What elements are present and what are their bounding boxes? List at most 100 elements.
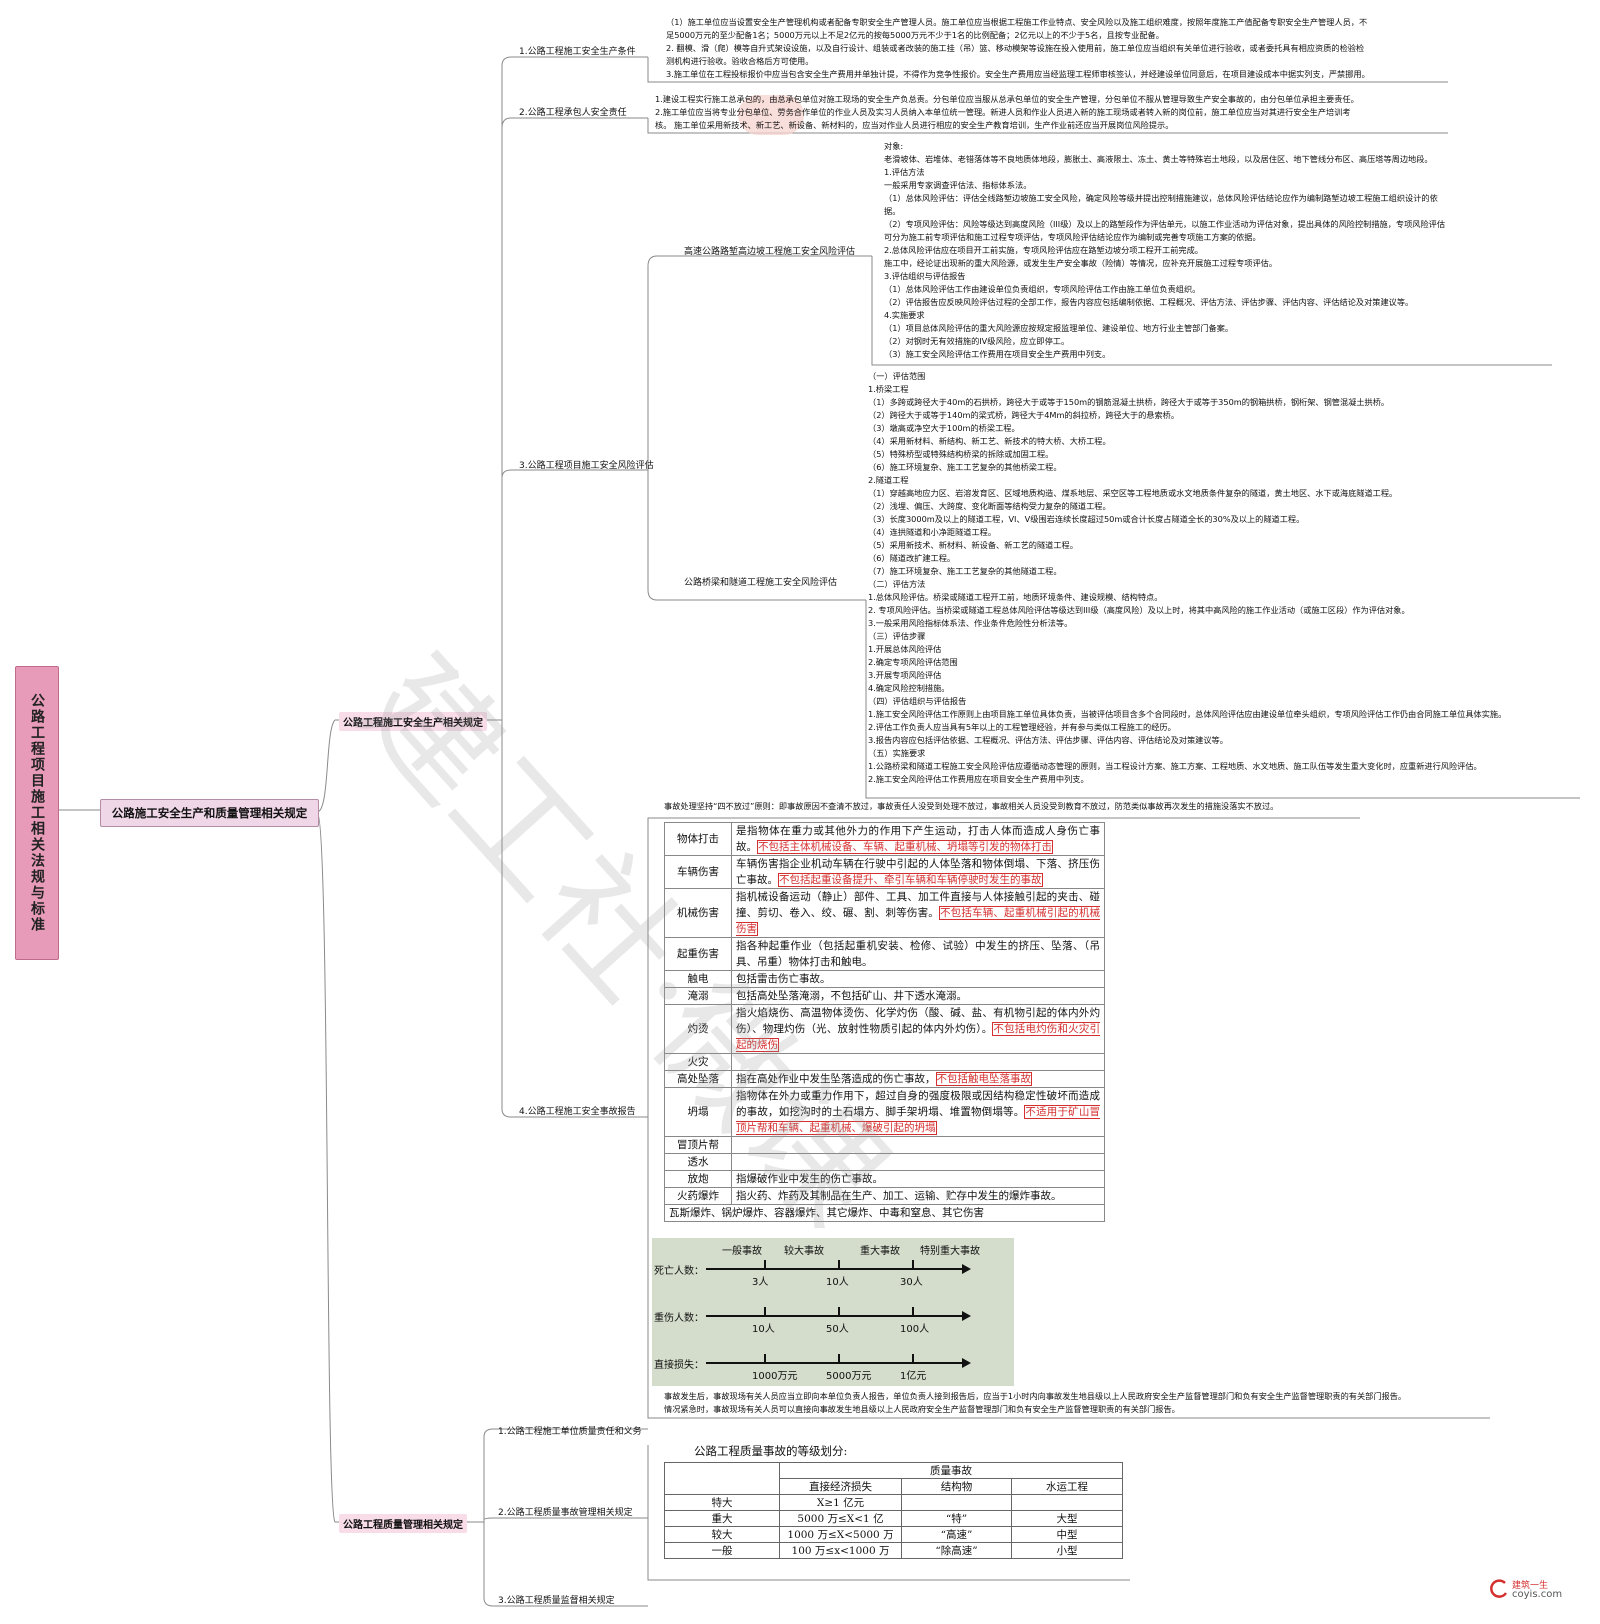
accident-type-desc-cell: 车辆伤害指企业机动车辆在行驶中引起的人体坠落和物体倒塌、下落、挤压伤亡事故。不包… [731, 855, 1105, 889]
severity-tick-label: 100人 [900, 1324, 930, 1335]
accident-type-name: 灼烫 [664, 1004, 732, 1054]
severity-tick [764, 1307, 766, 1316]
severity-row-label: 死亡人数： [654, 1266, 704, 1277]
quality-node[interactable]: 公路工程质量管理相关规定 [339, 1514, 467, 1533]
quality-table-cell: 重大 [664, 1510, 780, 1527]
safety-s2-node[interactable]: 2.公路工程承包人安全责任 [519, 108, 627, 118]
severity-axis-arrow [962, 1311, 971, 1321]
accident-type-desc-cell: 指物体在外力或重力作用下，超过自身的强度极限或因结构稳定性破坏而造成的事故，如挖… [731, 1087, 1105, 1137]
accident-type-desc: 指机械设备运动（静止）部件、工具、加工件直接与人体接触引起的夹击、碰撞、剪切、卷… [736, 891, 1100, 919]
quality-table-cell: 大型 [1011, 1510, 1123, 1527]
severity-axis [706, 1315, 964, 1317]
safety-s1-text: （1）施工单位应当设置安全生产管理机构或者配备专职安全生产管理人员。施工单位应当… [666, 17, 1370, 79]
severity-axis [706, 1268, 964, 1270]
accident-type-row: 火药爆炸指火药、炸药及其制品在生产、加工、运输、贮存中发生的爆炸事故。 [664, 1187, 1105, 1205]
accident-type-row: 触电包括雷击伤亡事故。 [664, 970, 1105, 988]
accident-type-row: 放炮指爆破作业中发生的伤亡事故。 [664, 1170, 1105, 1188]
accident-type-row: 坍塌指物体在外力或重力作用下，超过自身的强度极限或因结构稳定性破坏而造成的事故，… [664, 1087, 1105, 1137]
safety-s3b-node[interactable]: 公路桥梁和隧道工程施工安全风险评估 [684, 578, 838, 588]
severity-level-label: 特别重大事故 [920, 1246, 980, 1257]
accident-type-tail: 瓦斯爆炸、锅炉爆炸、容器爆炸、其它爆炸、中毒和窒息、其它伤害 [664, 1204, 1105, 1222]
quality-table-cell [901, 1494, 1012, 1511]
safety-s3a-text: 对象: 老滑坡体、岩堆体、老错落体等不良地质体地段，膨胀土、高液限土、冻土、黄土… [884, 141, 1446, 359]
root-node[interactable]: 公路工程项目施工相关法规与标准 [15, 666, 59, 960]
quality-table-corner [664, 1462, 780, 1495]
quality-table-header: 结构物 [901, 1478, 1012, 1495]
accident-type-exclusion: 不包括主体机械设备、车辆、起重机械、坍塌等引发的物体打击 [757, 840, 1053, 854]
accident-type-desc-cell: 包括雷击伤亡事故。 [731, 970, 1105, 988]
accident-type-desc: 包括雷击伤亡事故。 [736, 973, 831, 985]
accident-type-exclusion: 不适用于矿山冒顶片帮和车辆、起重机械、爆破引起的坍塌 [736, 1105, 1101, 1135]
accident-type-desc: 指火药、炸药及其制品在生产、加工、运输、贮存中发生的爆炸事故。 [736, 1190, 1062, 1202]
brand-name: 建筑一生 [1512, 1581, 1549, 1591]
quality-table-cell [1011, 1494, 1123, 1511]
severity-tick-label: 50人 [826, 1324, 849, 1335]
safety-s1-node[interactable]: 1.公路工程施工安全生产条件 [519, 47, 636, 57]
quality-table-cell: 中型 [1011, 1526, 1123, 1543]
accident-type-desc-cell: 是指物体在重力或其他外力的作用下产生运动，打击人体而造成人身伤亡事故。不包括主体… [731, 822, 1105, 856]
accident-type-exclusion: 不包括起重设备提升、牵引车辆和车辆停驶时发生的事故 [778, 873, 1043, 887]
accident-type-exclusion: 不包括触电坠落事故 [935, 1072, 1032, 1086]
severity-tick [838, 1260, 840, 1269]
accident-type-name: 物体打击 [664, 822, 732, 856]
quality-table-cell: “除高速” [901, 1542, 1012, 1559]
quality-table-cell: 100 万≤x<1000 万 [779, 1542, 902, 1559]
accident-type-exclusion: 不包括车辆、起重机械引起的机械伤害 [736, 906, 1101, 936]
accident-type-desc: 指在高处作业中发生坠落造成的伤亡事故， [736, 1073, 936, 1085]
accident-type-desc-cell: 指火焰烧伤、高温物体烫伤、化学灼伤（酸、碱、盐、有机物引起的体内外灼伤）、物理灼… [731, 1004, 1105, 1054]
severity-tick-label: 5000万元 [826, 1371, 872, 1382]
accident-principle-text: 事故处理坚持“四不放过”原则：即事故原因不查清不放过，事故责任人没受到处理不放过… [664, 801, 1279, 811]
accident-type-row: 机械伤害指机械设备运动（静止）部件、工具、加工件直接与人体接触引起的夹击、碰撞、… [664, 888, 1105, 938]
accident-type-row: 物体打击是指物体在重力或其他外力的作用下产生运动，打击人体而造成人身伤亡事故。不… [664, 822, 1105, 856]
root-title: 公路工程项目施工相关法规与标准 [29, 693, 45, 933]
accident-type-name: 冒顶片帮 [664, 1136, 732, 1154]
accident-type-desc: 车辆伤害指企业机动车辆在行驶中引起的人体坠落和物体倒塌、下落、挤压伤亡事故。 [736, 858, 1100, 886]
severity-tick [912, 1307, 914, 1316]
quality-table-group: 质量事故 [779, 1462, 1123, 1479]
accident-type-row: 车辆伤害车辆伤害指企业机动车辆在行驶中引起的人体坠落和物体倒塌、下落、挤压伤亡事… [664, 855, 1105, 889]
accident-type-exclusion: 不包括电灼伤和火灾引起的烧伤 [736, 1022, 1101, 1052]
quality-table-header: 水运工程 [1011, 1478, 1123, 1495]
severity-tick-label: 10人 [826, 1277, 849, 1288]
accident-type-desc-cell: 指各种起重作业（包括起重机安装、检修、试验）中发生的挤压、坠落、（吊具、吊重）物… [731, 937, 1105, 971]
severity-tick [764, 1354, 766, 1363]
safety-s3-node[interactable]: 3.公路工程项目施工安全风险评估 [519, 461, 654, 471]
accident-type-name: 机械伤害 [664, 888, 732, 938]
severity-level-label: 重大事故 [860, 1246, 900, 1257]
accident-type-table: 物体打击是指物体在重力或其他外力的作用下产生运动，打击人体而造成人身伤亡事故。不… [664, 822, 1105, 1222]
quality-table-cell: 特大 [664, 1494, 780, 1511]
quality-table-cell: 一般 [664, 1542, 780, 1559]
severity-tick-label: 1亿元 [900, 1371, 927, 1382]
accident-type-desc-cell: 指机械设备运动（静止）部件、工具、加工件直接与人体接触引起的夹击、碰撞、剪切、卷… [731, 888, 1105, 938]
severity-row-label: 直接损失： [654, 1360, 704, 1371]
severity-tick [838, 1307, 840, 1316]
severity-tick-label: 10人 [752, 1324, 775, 1335]
accident-type-desc: 是指物体在重力或其他外力的作用下产生运动，打击人体而造成人身伤亡事故。 [736, 825, 1100, 853]
accident-type-desc: 指各种起重作业（包括起重机安装、检修、试验）中发生的挤压、坠落、（吊具、吊重）物… [736, 940, 1100, 968]
level1-node[interactable]: 公路施工安全生产和质量管理相关规定 [100, 799, 319, 827]
quality-table-cell: X≥1 亿元 [779, 1494, 902, 1511]
safety-s3a-node[interactable]: 高速公路路堑高边坡工程施工安全风险评估 [684, 247, 856, 257]
quality-q2-node[interactable]: 2.公路工程质量事故管理相关规定 [498, 1508, 633, 1518]
quality-table-cell: 小型 [1011, 1542, 1123, 1559]
severity-tick-label: 30人 [900, 1277, 923, 1288]
severity-tick-label: 1000万元 [752, 1371, 798, 1382]
quality-table-group-row: 质量事故 [664, 1462, 1123, 1495]
severity-tick [912, 1354, 914, 1363]
accident-type-desc: 指火焰烧伤、高温物体烫伤、化学灼伤（酸、碱、盐、有机物引起的体内外灼伤）、物理灼… [736, 1007, 1100, 1035]
quality-table-cell: “高速” [901, 1526, 1012, 1543]
quality-q3-node[interactable]: 3.公路工程质量监督相关规定 [498, 1596, 615, 1606]
safety-s3b-text: （一）评估范围 1.桥梁工程 （1）多跨或跨径大于40m的石拱桥，跨径大于或等于… [868, 371, 1507, 784]
accident-report-text: 事故发生后，事故现场有关人员应当立即向本单位负责人报告，单位负责人接到报告后，应… [664, 1391, 1407, 1414]
quality-q1-node[interactable]: 1.公路工程施工单位质量责任和义务 [498, 1427, 642, 1437]
safety-node[interactable]: 公路工程施工安全生产相关规定 [339, 712, 487, 731]
safety-s4-node[interactable]: 4.公路工程施工安全事故报告 [519, 1107, 636, 1117]
severity-axis-arrow [962, 1358, 971, 1368]
